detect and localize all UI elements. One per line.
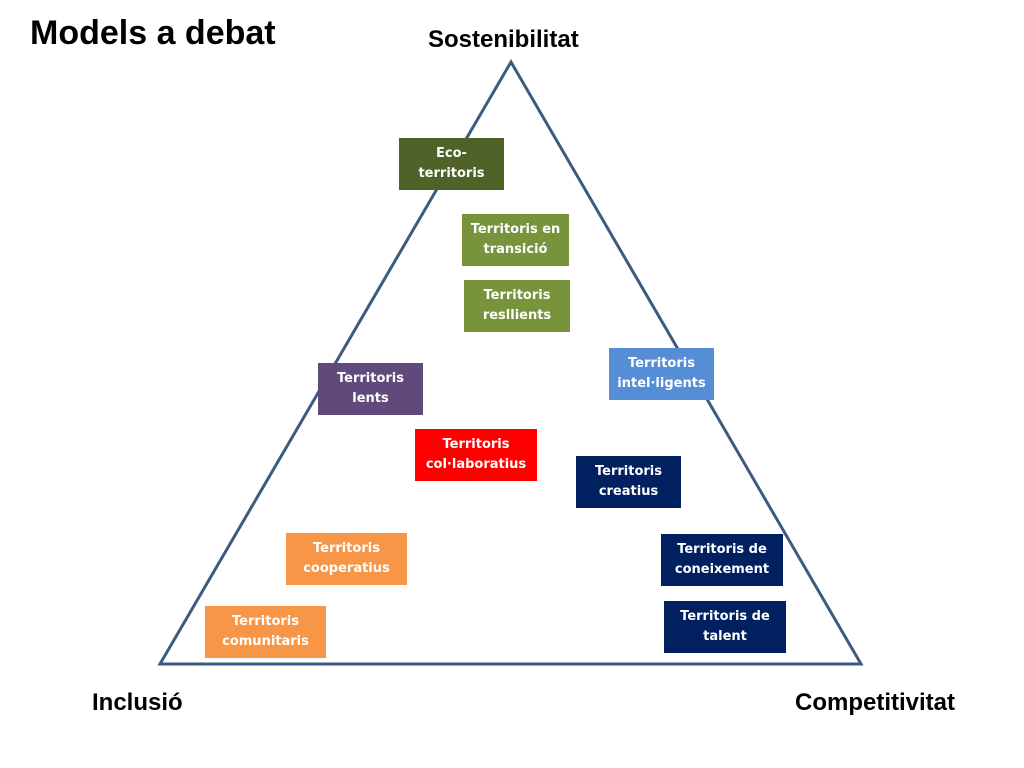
corner-label-inclusio: Inclusió [92,689,183,716]
box-line: Territoris [483,288,551,303]
box-line: Territoris [232,614,299,629]
box-territoris-col-laboratius: Territoris col·laboratius [415,429,537,481]
box-line: Territoris de [680,609,770,624]
box-line: Territoris [627,356,695,371]
box-line: coneixement [674,562,770,577]
box-line: Territoris de [677,542,767,557]
box-line: talent [703,629,747,644]
box-line: Territoris [337,371,404,386]
box-territoris-resllients: Territoris resllients [464,280,570,332]
box-line: transició [483,242,548,257]
box-line: Territoris [595,464,662,479]
box-line: Territoris [442,437,510,452]
box-line: Territoris en [470,222,561,237]
page-title: Models a debat [30,14,276,52]
box-territoris-lents: Territoris lents [318,363,423,415]
box-territoris-de-coneixement: Territoris de coneixement [661,534,783,586]
box-line: intel·ligents [617,376,706,391]
box-line: lents [352,391,389,406]
box-line: territoris [418,166,485,181]
corner-label-sostenibilitat: Sostenibilitat [428,26,579,53]
box-territoris-en-transicio: Territoris en transició [462,214,569,266]
box-line: creatius [598,484,659,499]
box-line: col·laboratius [425,457,527,472]
box-line: cooperatius [303,561,390,576]
box-eco-territoris: Eco-territoris [399,138,504,190]
box-territoris-cooperatius: Territoris cooperatius [286,533,407,585]
box-territoris-comunitaris: Territoris comunitaris [205,606,326,658]
box-line: comunitaris [222,634,309,649]
box-line: Territoris [312,541,380,556]
box-territoris-intel-ligents: Territoris intel·ligents [609,348,714,400]
box-territoris-creatius: Territoris creatius [576,456,681,508]
box-line: resllients [482,308,552,323]
corner-label-competitivitat: Competitivitat [795,689,956,716]
box-line: Eco- [436,146,467,161]
box-territoris-de-talent: Territoris de talent [664,601,786,653]
